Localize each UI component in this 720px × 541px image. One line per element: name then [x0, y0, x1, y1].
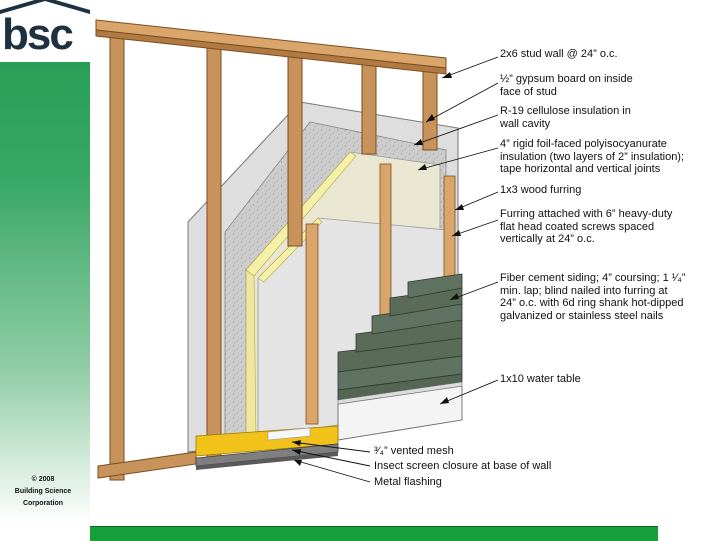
callout-line: flat head coated screws spaced	[500, 220, 655, 233]
top-plate-2	[95, 29, 447, 75]
callout-line: 1x3 wood furring	[500, 184, 582, 196]
callout-rigid-insulation: 4” rigid foil-faced polyisocyanurate ins…	[500, 138, 684, 176]
callout-vented-mesh: ³⁄₄” vented mesh	[374, 445, 454, 458]
callout-line: tape horizontal and vertical joints	[500, 163, 661, 175]
callout-line: galvanized or stainless steel nails	[500, 309, 664, 322]
sidebar-gradient	[0, 0, 90, 524]
callout-line: ³⁄₄” vented mesh	[374, 445, 454, 457]
arrowhead	[414, 139, 423, 145]
leader-line	[413, 114, 499, 146]
arrowhead	[442, 72, 452, 78]
metal-flashing-drip	[196, 452, 338, 470]
leader-line	[417, 147, 499, 171]
leader-line	[291, 441, 371, 453]
stud-frame	[95, 19, 447, 481]
callout-line: Insect screen closure at base of wall	[374, 460, 552, 472]
callout-line: min. lap; blind nailed into furring at	[500, 284, 668, 297]
callout-line: R-19 cellulose insulation in	[500, 105, 631, 117]
logo-roof-icon	[0, 0, 90, 14]
stud	[109, 31, 125, 481]
logo-text: bsc	[2, 10, 74, 59]
callout-furring-attached: Furring attached with 6” heavy-duty flat…	[500, 208, 672, 246]
arrowhead	[292, 449, 301, 455]
arrowhead	[450, 293, 459, 300]
callout-siding: Fiber cement siding; 4” coursing; 1 ¹⁄₄”…	[500, 272, 685, 322]
arrowhead	[452, 230, 461, 236]
leader-line	[293, 459, 371, 483]
stud	[422, 59, 438, 151]
arrowhead	[418, 164, 427, 170]
screen-strip	[267, 427, 311, 441]
stud	[287, 45, 303, 247]
siding-course	[407, 273, 463, 299]
callout-line: Fiber cement siding; 4” coursing; 1 ¹⁄₄”	[500, 272, 686, 284]
copyright-line: Building Science	[14, 488, 72, 495]
fiber-cement-siding	[337, 273, 463, 401]
copyright-line: © 2008	[31, 476, 55, 483]
callout-line: Furring attached with 6” heavy-duty	[500, 208, 673, 220]
arrowhead	[426, 114, 435, 122]
callout-line: face of stud	[500, 85, 557, 98]
callout-line: 1x10 water table	[500, 373, 581, 385]
callout-insect-screen: Insect screen closure at base of wall	[374, 460, 551, 473]
leader-line	[291, 449, 371, 467]
bsc-logo: bsc	[0, 0, 90, 62]
stud	[206, 39, 222, 461]
leader-arrowheads	[292, 72, 464, 466]
stud	[361, 53, 377, 155]
callout-wood-furring: 1x3 wood furring	[500, 184, 581, 197]
foam-edge	[245, 269, 257, 441]
copyright-line: Corporation	[22, 500, 64, 507]
arrowhead	[455, 204, 464, 210]
water-table-top	[337, 381, 463, 405]
callout-line: wall cavity	[500, 117, 551, 130]
callout-line: 2x6 stud wall @ 24” o.c.	[500, 48, 618, 60]
arrowhead	[440, 397, 449, 404]
callout-metal-flashing: Metal flashing	[374, 476, 442, 489]
leader-line	[425, 82, 499, 123]
callout-stud-wall: 2x6 stud wall @ 24” o.c.	[500, 48, 618, 61]
callout-line: 4” rigid foil-faced polyisocyanurate	[500, 138, 667, 150]
arrowhead	[294, 460, 302, 466]
arrowhead	[292, 440, 301, 446]
callout-line: ½” gypsum board on inside	[500, 73, 633, 85]
callout-line: Metal flashing	[374, 476, 442, 488]
top-plate	[95, 19, 447, 69]
callout-line: insulation (two layers of 2” insulation)…	[500, 150, 685, 163]
callout-line: 24” o.c. with 6d ring shank hot-dipped	[500, 297, 684, 309]
leader-line	[441, 56, 499, 79]
leader-line	[439, 379, 499, 405]
callout-insulation: R-19 cellulose insulation in wall cavity	[500, 105, 631, 130]
bottom-accent-bar	[90, 526, 658, 541]
copyright-notice: © 2008 Building Science Corporation	[6, 474, 80, 510]
callout-line: vertically at 24” o.c.	[500, 233, 595, 245]
wall-section-diagram	[95, 19, 499, 483]
callout-water-table: 1x10 water table	[500, 373, 581, 386]
furring-strip	[305, 223, 319, 425]
callout-gypsum-board: ½” gypsum board on inside face of stud	[500, 73, 633, 98]
